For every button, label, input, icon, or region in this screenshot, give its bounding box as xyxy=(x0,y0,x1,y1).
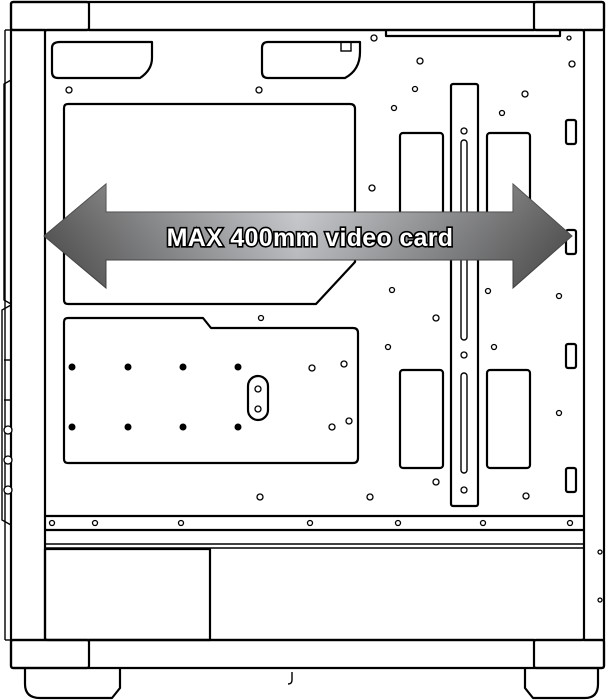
top-cutouts xyxy=(50,30,562,80)
cpu-cutout xyxy=(62,102,357,306)
front-io-ports xyxy=(1,79,13,526)
motherboard-plate xyxy=(62,316,360,465)
side-panel-window xyxy=(11,28,604,642)
cable-slots xyxy=(398,131,532,470)
case-frame xyxy=(4,0,606,670)
psu-area xyxy=(43,547,603,642)
video-card-length-arrow xyxy=(43,182,573,290)
vertical-bracket xyxy=(449,82,480,508)
rear-slot-clips xyxy=(564,118,578,494)
case-feet xyxy=(23,668,600,700)
video-card-length-label: MAX 400mm video card xyxy=(167,224,454,252)
psu-shroud-rail xyxy=(45,514,584,549)
